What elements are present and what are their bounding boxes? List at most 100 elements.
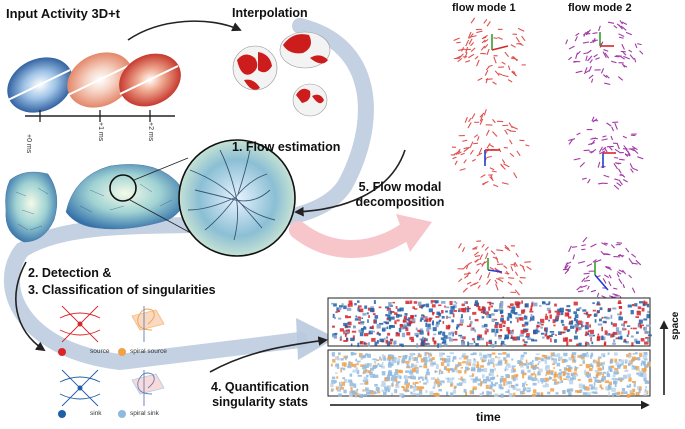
- flow-arrow: [481, 36, 487, 40]
- raster-mark: [513, 374, 518, 378]
- raster-mark: [587, 332, 590, 335]
- raster-mark: [489, 302, 492, 306]
- raster-mark: [359, 360, 362, 363]
- raster-mark: [617, 313, 622, 316]
- flow-arrow: [470, 47, 476, 53]
- flow-arrow: [509, 130, 516, 133]
- flow-arrow: [515, 252, 519, 258]
- raster-mark: [401, 332, 406, 338]
- raster-mark: [505, 381, 508, 386]
- raster-mark: [353, 365, 357, 368]
- raster-mark: [435, 365, 439, 370]
- flow-arrow: [496, 249, 504, 252]
- raster-mark: [350, 343, 353, 346]
- raster-mark: [529, 310, 534, 313]
- flow-arrow: [582, 30, 589, 36]
- raster-mark: [524, 341, 528, 344]
- flow-arrow: [519, 264, 525, 268]
- raster-mark: [359, 340, 364, 345]
- raster-mark: [336, 307, 340, 312]
- raster-mark: [387, 375, 391, 379]
- flow-arrow: [518, 280, 523, 285]
- raster-mark: [423, 382, 427, 385]
- raster-mark: [513, 392, 516, 397]
- raster-mark: [610, 333, 613, 338]
- raster-mark: [359, 332, 364, 337]
- raster-mark: [352, 325, 356, 329]
- raster-mark: [452, 356, 457, 360]
- flow-arrow: [609, 295, 614, 298]
- raster-mark: [387, 332, 391, 336]
- raster-mark: [439, 352, 443, 357]
- raster-mark: [477, 367, 482, 371]
- raster-mark: [345, 357, 347, 361]
- raster-mark: [554, 371, 557, 376]
- raster-mark: [376, 340, 379, 344]
- raster-mark: [586, 386, 590, 391]
- raster-mark: [586, 353, 590, 358]
- raster-mark: [475, 376, 478, 380]
- raster-mark: [350, 387, 353, 392]
- raster-mark: [521, 392, 526, 395]
- raster-mark: [540, 332, 545, 335]
- raster-mark: [533, 329, 538, 332]
- raster-mark: [366, 363, 371, 367]
- raster-mark: [394, 378, 398, 382]
- raster-mark: [388, 310, 392, 315]
- raster-mark: [383, 321, 387, 324]
- raster-mark: [422, 315, 426, 318]
- flow-arrow: [631, 145, 638, 151]
- raster-mark: [376, 359, 380, 362]
- raster-mark: [426, 352, 429, 355]
- flow-arrow: [628, 258, 634, 265]
- raster-mark: [588, 368, 593, 372]
- raster-mark: [347, 303, 350, 307]
- raster-mark: [476, 361, 479, 366]
- raster-mark: [435, 316, 440, 318]
- flow-arrow: [596, 292, 600, 298]
- raster-mark: [521, 309, 525, 314]
- raster-mark: [363, 326, 367, 330]
- flow-arrow: [582, 236, 588, 243]
- flow-arrow: [621, 63, 626, 68]
- flow-arrow: [617, 76, 624, 81]
- flow-arrow: [479, 254, 483, 261]
- raster-mark: [395, 331, 399, 334]
- raster-mark: [640, 338, 645, 342]
- raster-mark: [423, 304, 426, 307]
- raster-mark: [368, 315, 370, 319]
- raster-mark: [423, 363, 427, 366]
- raster-mark: [465, 366, 469, 371]
- raster-mark: [352, 352, 357, 356]
- orientation-axes: [484, 32, 616, 291]
- raster-mark: [612, 331, 618, 335]
- raster-mark: [471, 391, 475, 395]
- raster-mark: [470, 378, 473, 381]
- raster-mark: [632, 380, 637, 383]
- raster-mark: [468, 362, 472, 366]
- raster-mark: [545, 303, 550, 306]
- flow-arrow: [637, 43, 642, 46]
- raster-mark: [641, 368, 646, 373]
- raster-mark: [635, 392, 640, 396]
- raster-mark: [411, 363, 414, 368]
- raster-mark: [417, 329, 421, 333]
- raster-mark: [541, 381, 544, 384]
- raster-mark: [432, 362, 436, 365]
- input-brain-2: [67, 52, 133, 108]
- raster-mark: [448, 332, 452, 336]
- mode1-brain-row3: [457, 240, 532, 302]
- raster-mark: [471, 366, 474, 369]
- raster-mark: [507, 389, 510, 394]
- raster-mark: [359, 383, 364, 385]
- raster-mark: [610, 321, 613, 325]
- raster-mark: [582, 309, 587, 312]
- raster-mark: [562, 337, 567, 342]
- raster-mark: [460, 307, 465, 312]
- raster-mark: [379, 356, 381, 360]
- raster-mark: [522, 372, 527, 376]
- raster-mark: [399, 393, 403, 397]
- raster-mark: [637, 368, 640, 371]
- raster-mark: [446, 306, 450, 309]
- raster-mark: [625, 340, 629, 344]
